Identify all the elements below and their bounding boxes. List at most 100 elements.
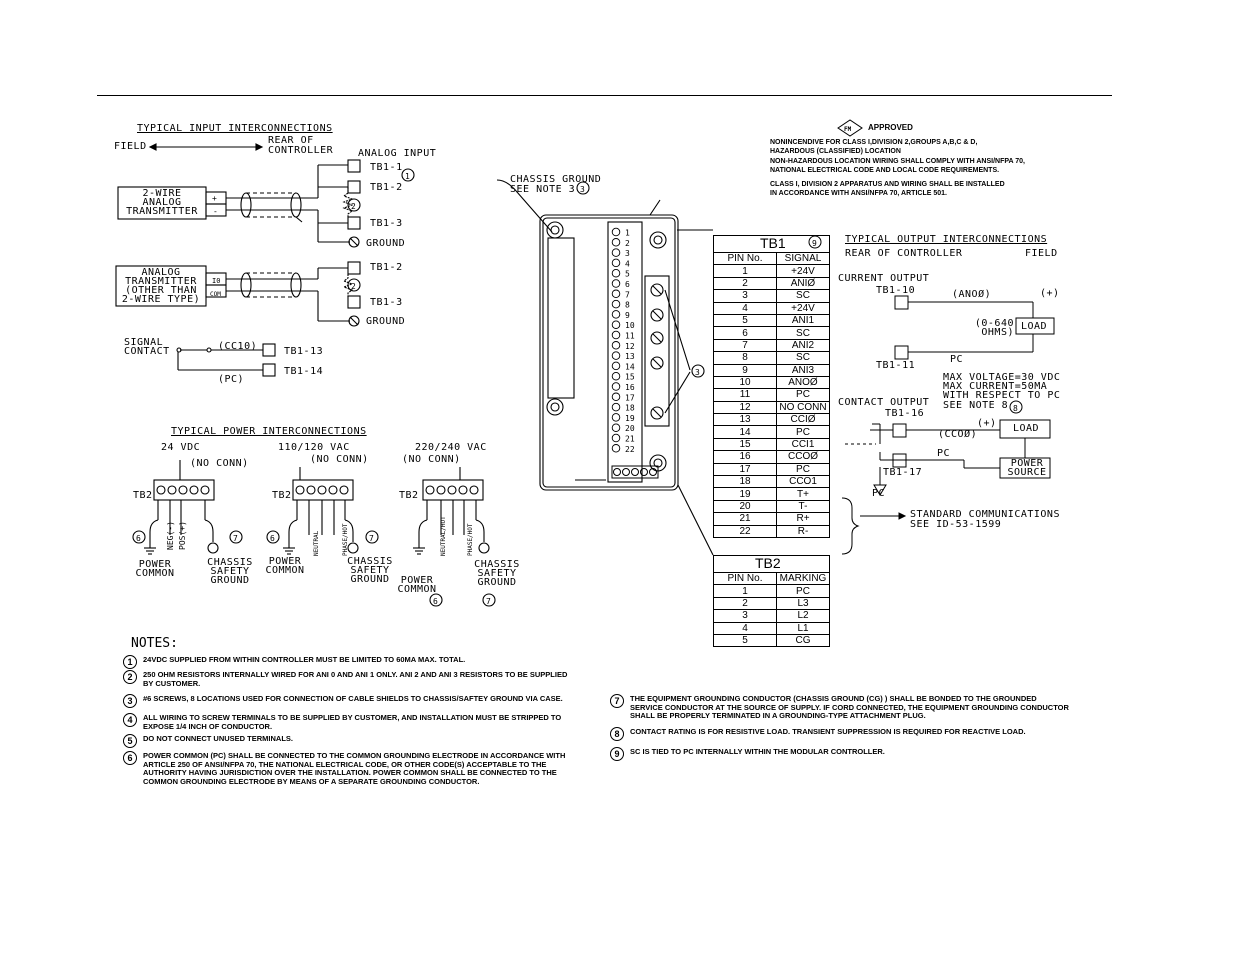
- input-title: TYPICAL INPUT INTERCONNECTIONS: [137, 123, 333, 134]
- tb1-terminal-screw: [611, 361, 621, 371]
- tb1-13-label: TB1-13: [284, 346, 324, 357]
- tb2-pin-cell: 5: [713, 633, 777, 648]
- svg-text:FM: FM: [844, 126, 852, 133]
- tb1-value-cell: ANIØ: [776, 276, 830, 291]
- tb1-terminal-screw: [611, 444, 621, 453]
- note-text: SC IS TIED TO PC INTERNALLY WITHIN THE M…: [630, 747, 885, 756]
- tb1-value-cell: SC: [776, 351, 830, 365]
- tb1-terminal-screw: [611, 238, 621, 247]
- tb1-17-label: TB1-17: [883, 467, 923, 478]
- pc3-label: PC: [872, 488, 886, 499]
- note-number: 3: [123, 694, 137, 708]
- tb1-header-cell: [713, 235, 830, 253]
- tb1-pin-cell: 21: [713, 512, 777, 526]
- tb1-terminal-screw: [611, 268, 621, 278]
- tb1-terminal-screw: [611, 299, 621, 309]
- tb1-pin-cell: 5: [713, 313, 777, 328]
- tb1-col-pin: PIN No.: [713, 251, 777, 266]
- tb1-pin-cell: 19: [713, 487, 777, 501]
- tb1-1-label: TB1-1: [370, 162, 403, 173]
- tb1-terminal-screw: [611, 341, 621, 350]
- tb1-terminal-number: 3: [625, 249, 630, 258]
- tb1-terminal-screw: [611, 371, 621, 381]
- note-text: POWER COMMON (PC) SHALL BE CONNECTED TO …: [143, 751, 566, 786]
- tb2-label-3: TB2: [399, 490, 419, 501]
- power-title: TYPICAL POWER INTERCONNECTIONS: [171, 426, 367, 437]
- svg-text:6: 6: [136, 534, 141, 543]
- rear-label: REAR OF CONTROLLER: [268, 135, 334, 156]
- power-common-2: POWER COMMON: [265, 556, 305, 576]
- tb1-terminal-number: 8: [625, 301, 630, 310]
- tb2-value-cell: L2: [776, 609, 830, 623]
- tb1-value-cell: ANI2: [776, 338, 830, 353]
- tb1-terminal-screw: [611, 402, 621, 412]
- tb1-terminal-number: 17: [625, 393, 635, 402]
- tb1-pin-cell: 1: [713, 264, 777, 278]
- tb1-value-cell: ANOØ: [776, 375, 830, 390]
- v110-label: 110/120 Vac: [278, 442, 350, 453]
- svg-text:2: 2: [351, 282, 356, 291]
- tb1-value-cell: CCI1: [776, 437, 830, 452]
- svg-text:-: -: [213, 207, 218, 216]
- tb1-pin-cell: 4: [713, 301, 777, 315]
- tb1-terminal-screw: [611, 423, 621, 432]
- tb1-row: 4+24V: [713, 301, 830, 315]
- tb1-pin-cell: 7: [713, 338, 777, 353]
- note-number: 7: [610, 694, 624, 708]
- tb1-value-cell: +24V: [776, 301, 830, 315]
- max-current: MAX CURRENT=50mA: [943, 381, 1048, 392]
- tb1-value-cell: SC: [776, 326, 830, 340]
- power-source-label: POWER SOURCE: [1007, 458, 1047, 478]
- plus2-label: (+): [977, 418, 997, 429]
- signal-contact: SIGNAL CONTACT: [124, 337, 170, 357]
- tb1-value-cell: T-: [776, 499, 830, 514]
- tb2-col-marking: MARKING: [776, 571, 830, 586]
- note-number: 8: [610, 727, 624, 741]
- tb1-terminal-screw: [611, 382, 621, 391]
- tb2-value-cell: L1: [776, 621, 830, 635]
- tb1-terminal-number: 20: [625, 424, 635, 433]
- pc2-label: PC: [937, 448, 951, 459]
- tb1-terminal-number: 6: [625, 280, 630, 289]
- ano0-label: (ANOØ): [952, 289, 992, 300]
- tb1-pin-cell: 18: [713, 475, 777, 489]
- note-text: 24Vdc SUPPLIED FROM WITHIN CONTROLLER MU…: [143, 655, 466, 664]
- cco0-label: (CCOØ): [938, 429, 978, 440]
- note-text: #6 SCREWS, 8 LOCATIONS USED FOR CONNECTI…: [143, 694, 563, 703]
- tb1-value-cell: T+: [776, 487, 830, 501]
- ground-b-label: GROUND: [366, 316, 406, 327]
- note-number: 9: [610, 747, 624, 761]
- tb1-pin-cell: 3: [713, 289, 777, 303]
- tb1-pin-cell: 14: [713, 425, 777, 439]
- power-common-1: POWER COMMON: [135, 559, 175, 579]
- note-number: 6: [123, 751, 137, 765]
- note-text: THE EQUIPMENT GROUNDING CONDUCTOR (CHASS…: [630, 694, 1069, 720]
- tb1-pin-cell: 2: [713, 276, 777, 291]
- chassis-ground-3: CHASSIS SAFETY GROUND: [474, 559, 520, 588]
- svg-text:6: 6: [433, 597, 438, 606]
- note-text: 250 OHM RESISTORS INTERNALLY WIRED FOR A…: [143, 670, 568, 688]
- tb1-pin-cell: 16: [713, 450, 777, 464]
- pc-label: (PC): [218, 374, 245, 385]
- no-conn-2: (NO CONN): [310, 454, 369, 465]
- tb1-terminal-number: 10: [625, 321, 635, 330]
- tb1-value-cell: CCOØ: [776, 450, 830, 464]
- no-conn-3: (NO CONN): [402, 454, 461, 465]
- power-common-3: POWER COMMON: [397, 575, 437, 595]
- tb2-pin-cell: 4: [713, 621, 777, 635]
- note-number: 2: [123, 670, 137, 684]
- tb1-terminal-number: 18: [625, 404, 635, 413]
